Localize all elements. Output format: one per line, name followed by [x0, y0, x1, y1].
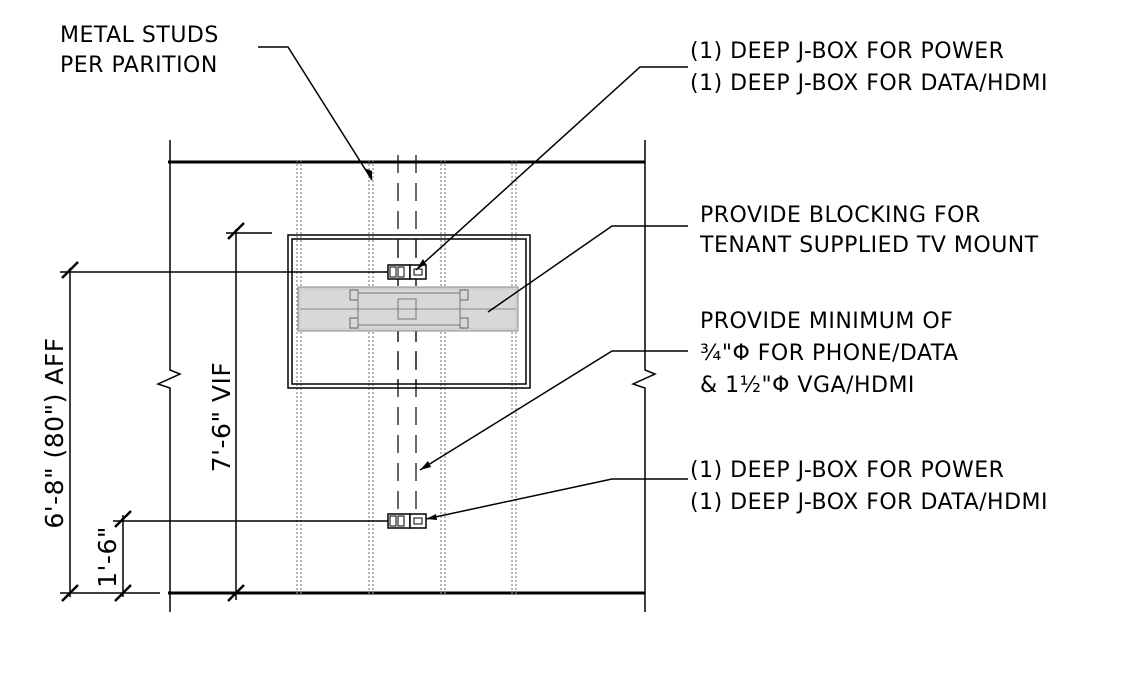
leader-lines — [258, 46, 688, 520]
break-line-left — [155, 140, 182, 612]
blocking-band — [297, 286, 519, 332]
note-conduit-1: PROVIDE MINIMUM OF — [700, 309, 953, 334]
note-metal-studs-2: PER PARITION — [60, 53, 218, 78]
dimension-aff — [60, 261, 388, 602]
conduit-lines — [397, 155, 417, 515]
note-metal-studs-1: METAL STUDS — [60, 23, 219, 48]
note-jbox-bottom-2: (1) DEEP J-BOX FOR DATA/HDMI — [690, 490, 1048, 515]
dimension-vif — [226, 222, 272, 602]
note-jbox-top-1: (1) DEEP J-BOX FOR POWER — [690, 39, 1004, 64]
dim-text-vif: 7'-6" VIF — [207, 362, 236, 473]
jbox-upper — [387, 264, 427, 280]
dim-text-low: 1'-6" — [93, 526, 122, 588]
dimension-low — [60, 510, 388, 602]
note-conduit-2: ¾"Φ FOR PHONE/DATA — [700, 341, 959, 366]
note-jbox-top-2: (1) DEEP J-BOX FOR DATA/HDMI — [690, 71, 1048, 96]
note-jbox-bottom-1: (1) DEEP J-BOX FOR POWER — [690, 458, 1004, 483]
note-blocking-1: PROVIDE BLOCKING FOR — [700, 203, 981, 228]
dim-text-aff: 6'-8" (80") AFF — [40, 337, 69, 528]
note-conduit-3: & 1½"Φ VGA/HDMI — [700, 373, 915, 398]
note-blocking-2: TENANT SUPPLIED TV MOUNT — [699, 233, 1039, 258]
break-line-right — [630, 140, 657, 612]
jbox-lower — [387, 513, 427, 529]
metal-studs — [296, 160, 517, 595]
